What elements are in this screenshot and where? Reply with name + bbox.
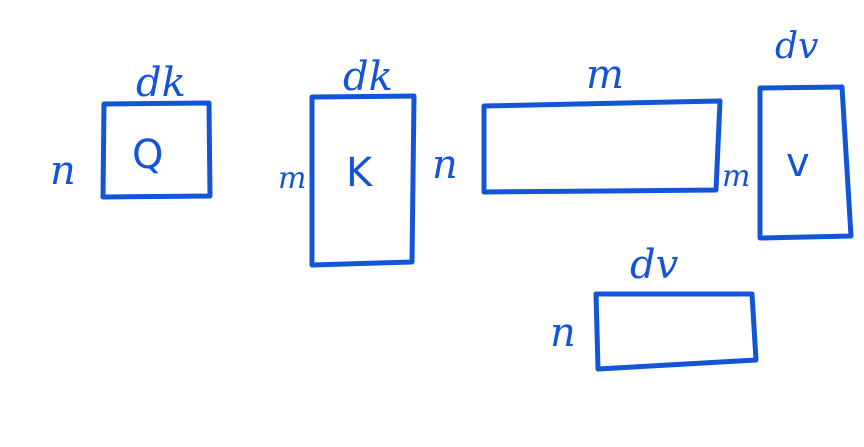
matrix-k-left-label: m bbox=[278, 161, 306, 196]
matrix-scores-top-label: m bbox=[586, 52, 624, 98]
matrix-v-top-label: dv bbox=[775, 26, 818, 67]
matrix-k-name: K bbox=[346, 150, 374, 196]
matrix-k: dk m K bbox=[278, 54, 417, 268]
matrix-v-left-label: m bbox=[722, 159, 750, 194]
matrix-output-left-label: n bbox=[550, 310, 576, 356]
matrix-k-top-label: dk bbox=[343, 54, 393, 100]
matrix-q-left-label: n bbox=[50, 148, 76, 194]
matrix-q-top-label: dk bbox=[136, 60, 186, 106]
matrix-output: dv n bbox=[550, 242, 759, 372]
matrix-scores-box bbox=[481, 98, 723, 195]
matrix-v-box bbox=[757, 84, 854, 241]
matrix-k-box bbox=[309, 93, 417, 268]
matrix-v: dv m v bbox=[722, 26, 854, 241]
matrix-v-name: v bbox=[786, 140, 810, 186]
matrix-q: dk n Q bbox=[50, 60, 213, 200]
matrix-q-name: Q bbox=[132, 132, 163, 178]
matrix-output-top-label: dv bbox=[630, 242, 679, 288]
matrix-output-box bbox=[593, 291, 759, 372]
matrix-q-box bbox=[100, 100, 213, 200]
matrix-scores: m n bbox=[432, 52, 723, 195]
matrix-scores-left-label: n bbox=[432, 142, 458, 188]
